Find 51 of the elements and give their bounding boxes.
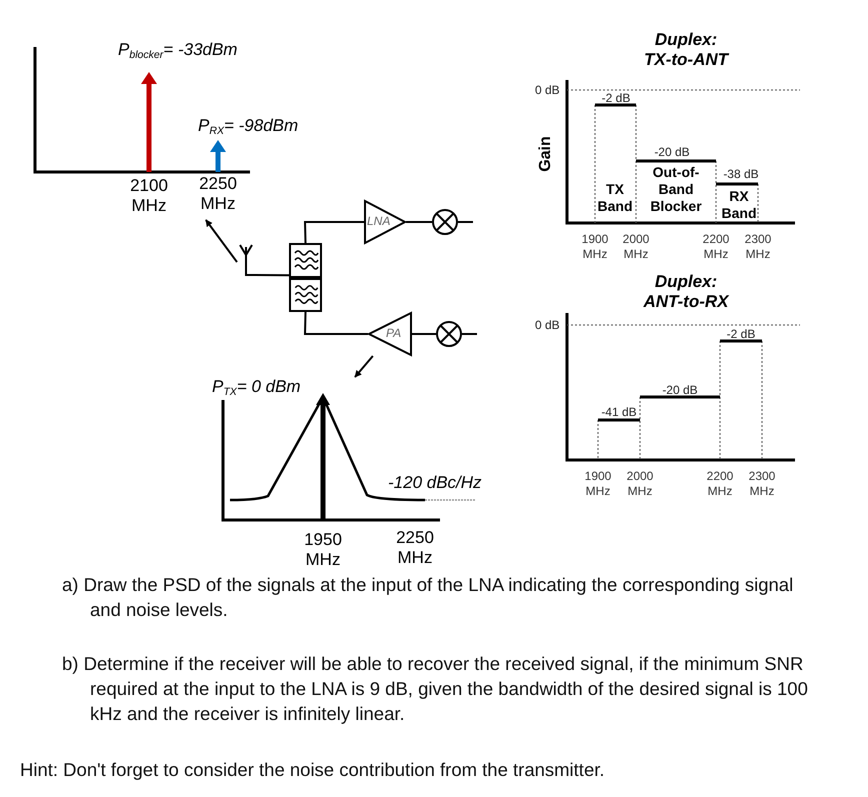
- arrow: [205, 219, 238, 263]
- gain-value: -41 dB: [600, 405, 638, 419]
- gain-value: -2 dB: [600, 91, 632, 105]
- tick-label: 2200 MHz: [706, 469, 734, 499]
- wire: [304, 312, 368, 335]
- amplifier-triangle: [364, 200, 406, 244]
- tick-label: 2000 MHz: [626, 469, 654, 499]
- arrow: [354, 355, 374, 378]
- tick-label: 2200 MHz: [702, 232, 730, 262]
- gain-value: -20 dB: [653, 145, 691, 159]
- spectrum-label: 2250 MHz: [395, 528, 435, 568]
- gain-value: -20 dB: [661, 383, 699, 397]
- band-label: TX Band: [596, 181, 634, 215]
- gain-value: 0 dB: [535, 318, 560, 332]
- gain-value: -38 dB: [722, 167, 760, 181]
- question-text: b) Determine if the receiver will be able to recover the received signal, if the minimum SNR required at the input to the LNA is 9 dB, given the bandwidth of the desired signal is 100 kHz and the receiver is infinitely linear.: [62, 652, 809, 726]
- spectrum-label: -120 dBc/Hz: [388, 473, 482, 493]
- wire: [462, 333, 477, 335]
- band-label: RX Band: [720, 188, 758, 222]
- gain-value: -2 dB: [726, 327, 756, 341]
- mixer-symbol: [432, 209, 458, 235]
- amplifier-triangle: [368, 312, 412, 356]
- hint-text: Hint: Don't forget to consider the noise contribution from the transmitter.: [20, 758, 605, 782]
- tick-label: 1900 MHz: [580, 232, 610, 262]
- wire: [412, 333, 436, 335]
- chart-title: Duplex: ANT-to-RX: [642, 272, 730, 312]
- spectrum-label: P$_{TX}$= 0 dBm: [212, 377, 301, 400]
- gain-value: 0 dB: [535, 83, 560, 97]
- axis-title: Gain: [536, 136, 555, 172]
- tick-label: 2300 MHz: [744, 232, 772, 262]
- spectrum-label: P$_{blocker}$= -33dBm: [118, 40, 238, 64]
- amplifier-label: LNA: [367, 214, 390, 228]
- wire: [406, 221, 432, 223]
- mixer-symbol: [436, 321, 462, 347]
- chart-title: Duplex: TX-to-ANT: [642, 30, 730, 70]
- spectrum-label: P$_{RX}$= -98dBm: [198, 116, 298, 140]
- question-text: a) Draw the PSD of the signals at the input of the LNA indicating the corresponding signal and noise levels.: [62, 573, 794, 622]
- wire: [304, 221, 364, 244]
- spectrum-label: 2250 MHz: [198, 174, 238, 214]
- tick-label: 1900 MHz: [584, 469, 612, 499]
- tick-label: 2000 MHz: [622, 232, 650, 262]
- band-label: Out-of-Band Blocker: [649, 164, 703, 215]
- filter-box: [289, 243, 322, 278]
- wire: [255, 274, 289, 276]
- amplifier-label: PA: [386, 326, 402, 340]
- antenna-symbol: [237, 243, 255, 279]
- spectrum-label: 1950 MHz: [303, 530, 343, 570]
- wire: [458, 221, 473, 223]
- spectrum-label: 2100 MHz: [129, 176, 169, 216]
- tick-label: 2300 MHz: [748, 469, 776, 499]
- filter-box: [289, 278, 322, 312]
